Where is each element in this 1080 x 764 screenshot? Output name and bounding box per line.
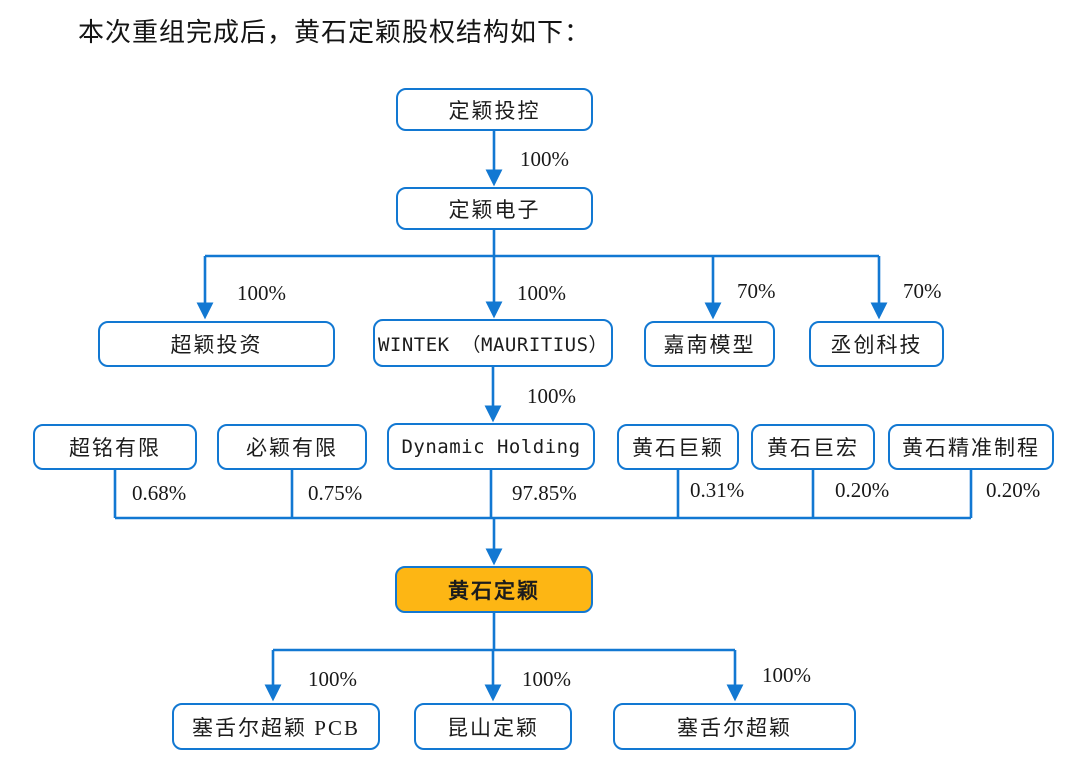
node-jianan-moxing: 嘉南模型 <box>644 321 775 367</box>
edge-label-dingying-seychelles: 100% <box>762 663 811 687</box>
node-label: 黄石巨颖 <box>632 436 724 460</box>
node-label: 定颖电子 <box>448 197 541 222</box>
edge-label-dianzi-chaoying: 100% <box>237 281 286 305</box>
edge-label-biying-pct: 0.75% <box>308 481 363 505</box>
node-seychelles-chaoying: 塞舌尔超颖 <box>613 703 856 750</box>
node-dynamic-holding: Dynamic Holding <box>387 423 595 470</box>
node-label: 嘉南模型 <box>663 333 756 357</box>
node-label: 丞创科技 <box>830 333 923 357</box>
node-label: 定颖投控 <box>448 98 541 123</box>
edge-label-dianzi-jianan: 70% <box>737 279 776 303</box>
node-chaoying-touzi: 超颖投资 <box>98 321 335 367</box>
node-dingying-toukong: 定颖投控 <box>396 88 593 131</box>
edge-label-dianzi-wintek: 100% <box>517 281 566 305</box>
node-label: 黄石定颖 <box>448 578 540 603</box>
node-label: 黄石精准制程 <box>902 436 1040 460</box>
node-seychelles-chaoying-pcb: 塞舌尔超颖 PCB <box>172 703 380 750</box>
node-huangshi-juhong: 黄石巨宏 <box>751 424 875 470</box>
node-huangshi-jingzhun-zhicheng: 黄石精准制程 <box>888 424 1054 470</box>
node-dingying-dianzi: 定颖电子 <box>396 187 593 230</box>
node-label: 超颖投资 <box>170 333 263 357</box>
edge-label-toukong-dianzi: 100% <box>520 147 569 171</box>
edge-label-jingzhun-pct: 0.20% <box>986 478 1041 502</box>
node-biying-youxian: 必颖有限 <box>217 424 367 470</box>
edge-label-dingying-kunshan: 100% <box>522 667 571 691</box>
node-wintek-mauritius: WINTEK （MAURITIUS） <box>373 319 613 367</box>
node-label: 必颖有限 <box>246 436 338 460</box>
node-label: 塞舌尔超颖 <box>677 715 792 740</box>
node-huangshi-dingying: 黄石定颖 <box>395 566 593 613</box>
node-kunshan-dingying: 昆山定颖 <box>414 703 572 750</box>
node-label: 黄石巨宏 <box>767 436 859 460</box>
edge-label-dianzi-chengchuang: 70% <box>903 279 942 303</box>
edge-label-chaoming-pct: 0.68% <box>132 481 187 505</box>
node-chengchuang-keji: 丞创科技 <box>809 321 944 367</box>
section-title: 本次重组完成后，黄石定颖股权结构如下： <box>78 18 592 47</box>
edge-label-juhong-pct: 0.20% <box>835 478 890 502</box>
node-label: 超铭有限 <box>69 436 161 460</box>
node-huangshi-juying: 黄石巨颖 <box>617 424 739 470</box>
node-chaoming-youxian: 超铭有限 <box>33 424 197 470</box>
node-label: 塞舌尔超颖 PCB <box>192 715 360 740</box>
edge-label-dingying-pcb: 100% <box>308 667 357 691</box>
node-label: 昆山定颖 <box>447 715 539 740</box>
edge-label-dynamic-pct: 97.85% <box>512 481 577 505</box>
node-label: WINTEK （MAURITIUS） <box>377 333 609 356</box>
node-label: Dynamic Holding <box>401 435 581 458</box>
edge-label-wintek-dynamic: 100% <box>527 384 576 408</box>
edge-label-juying-pct: 0.31% <box>690 478 745 502</box>
